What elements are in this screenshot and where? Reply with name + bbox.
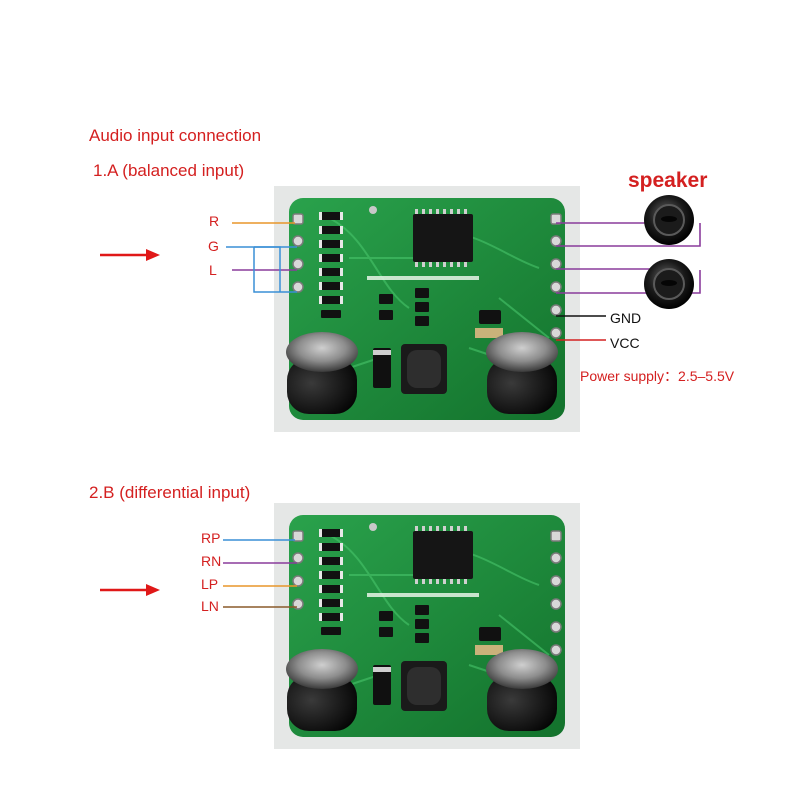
input-arrow-a bbox=[100, 249, 160, 261]
pin-label-rp: RP bbox=[201, 530, 221, 546]
pin-label-rn: RN bbox=[201, 553, 222, 569]
pin-label-lp: LP bbox=[201, 576, 219, 592]
wire-r-minus bbox=[556, 223, 701, 247]
pcb-board-a bbox=[273, 185, 581, 433]
speaker-label: speaker bbox=[628, 169, 708, 192]
speaker-icon-1 bbox=[644, 195, 694, 245]
power-supply-label: Power supply：2.5–5.5V bbox=[580, 368, 735, 384]
pin-label-l: L bbox=[209, 262, 217, 278]
gnd-label: GND bbox=[610, 310, 642, 326]
page-title: Audio input connection bbox=[89, 126, 262, 145]
input-arrow-b bbox=[100, 584, 160, 596]
pin-label-ln: LN bbox=[201, 598, 219, 614]
wire-g-branch2 bbox=[254, 246, 281, 292]
section-b-heading: 2.B (differential input) bbox=[89, 483, 251, 502]
wiring-a-output bbox=[556, 222, 701, 341]
vcc-label: VCC bbox=[610, 335, 640, 351]
wiring-a bbox=[226, 222, 297, 293]
speaker-icon-2 bbox=[644, 259, 694, 309]
wiring-b bbox=[223, 539, 297, 608]
wire-g-branch1 bbox=[253, 247, 297, 293]
pin-label-g: G bbox=[208, 238, 219, 254]
section-a-heading: 1.A (balanced input) bbox=[93, 161, 245, 180]
pcb-board-b bbox=[273, 502, 581, 750]
wire-l-minus bbox=[556, 270, 701, 294]
pin-label-r: R bbox=[209, 213, 220, 229]
